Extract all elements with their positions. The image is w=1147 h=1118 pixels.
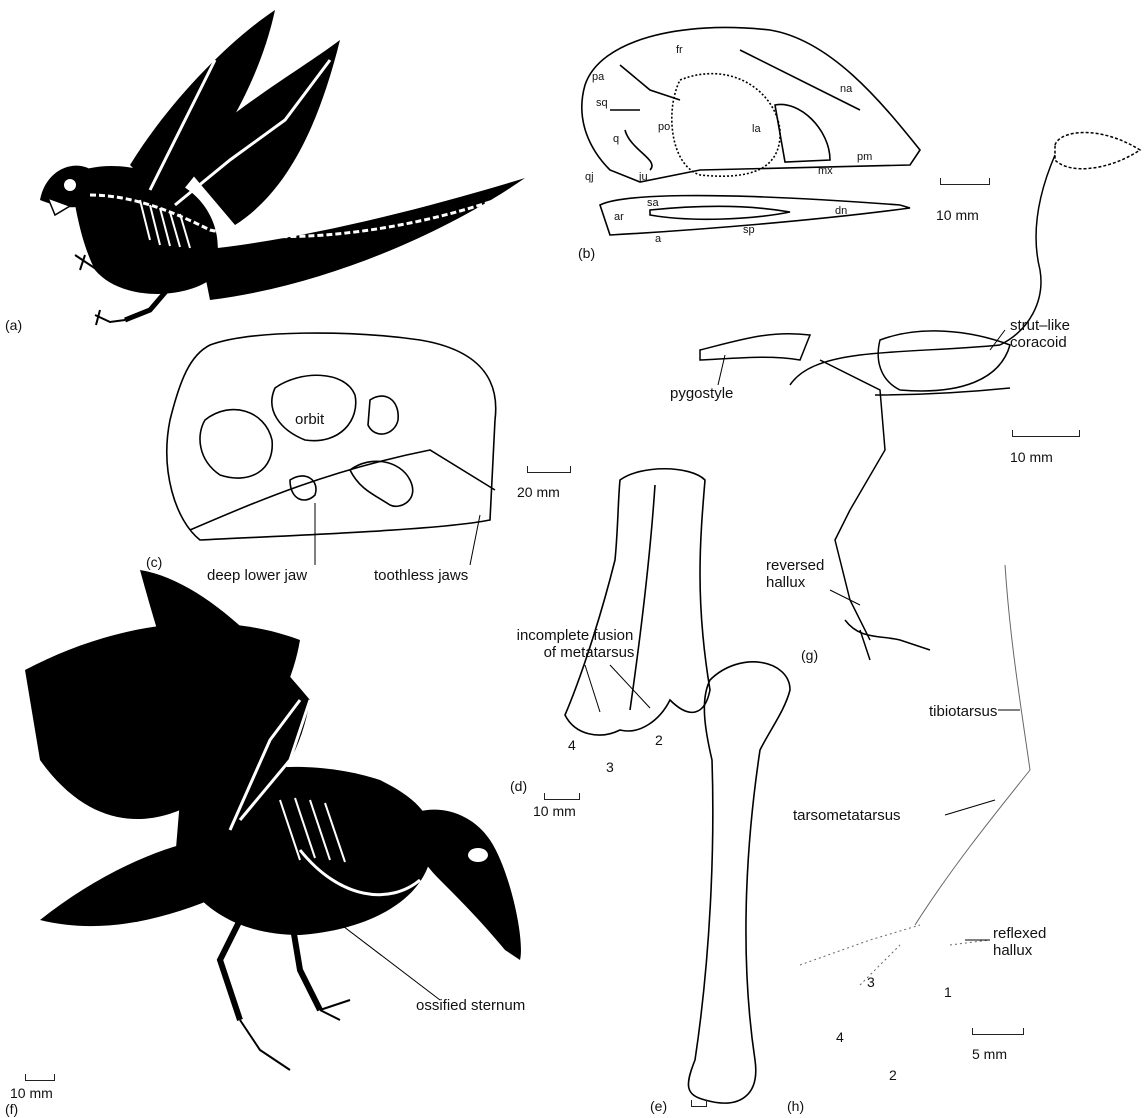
- skull-label-po: po: [658, 122, 670, 133]
- skull-b-sutures: [610, 50, 860, 170]
- skull-c-outline: [167, 333, 496, 540]
- annotation-pygostyle: pygostyle: [670, 386, 733, 401]
- skull-b-orbit: [672, 74, 780, 177]
- skeleton-g-tail: [700, 334, 810, 360]
- annotation-incomplete-fusion: incomplete fusion of metatarsus: [500, 628, 650, 660]
- skeleton-g-vertebral-column: [790, 345, 1000, 385]
- annotation-reversed-line1: reversed: [766, 558, 824, 573]
- skull-label-ju: ju: [639, 172, 648, 183]
- annotation-reversed-hallux: reversed hallux: [766, 558, 824, 590]
- skeleton-g-foot: [845, 620, 930, 660]
- digit-label-d3: 3: [606, 760, 614, 774]
- bird-f-neck-head: [400, 810, 521, 960]
- annotation-reflexed-line1: reflexed: [993, 926, 1046, 941]
- skull-c-jaw-line: [190, 450, 495, 530]
- bird-a-eye: [64, 179, 76, 191]
- digit-label-h3: 3: [867, 975, 875, 989]
- digit-label-h2: 2: [889, 1068, 897, 1082]
- panel-label-d: (d): [510, 779, 527, 793]
- skull-b-antorbital: [775, 104, 830, 162]
- digit-label-d4: 4: [568, 738, 576, 752]
- skull-label-ar: ar: [614, 212, 624, 223]
- annotation-reflexed-hallux: reflexed hallux: [993, 926, 1046, 958]
- skeleton-g-thorax: [878, 331, 1010, 391]
- leg-h-tibiotarsus: [1005, 565, 1030, 770]
- skeleton-g-hind-limb: [820, 360, 885, 640]
- metatarsus-d-midline: [630, 485, 655, 710]
- panel-label-c: (c): [146, 555, 162, 569]
- bird-f-illustration: [25, 570, 521, 1070]
- leg-h-tarsometatarsus: [915, 770, 1030, 925]
- annotation-coracoid-line2: coracoid: [1010, 335, 1070, 350]
- annotation-reversed-line2: hallux: [766, 575, 824, 590]
- skull-label-na: na: [840, 84, 852, 95]
- skull-b-illustration: [582, 27, 920, 235]
- annotation-reflexed-line2: hallux: [993, 943, 1046, 958]
- skull-label-pa: pa: [592, 72, 604, 83]
- bird-f-eye: [468, 848, 488, 862]
- skull-label-mx: mx: [818, 166, 833, 177]
- annotation-orbit: orbit: [295, 412, 324, 427]
- bird-f-body: [175, 767, 433, 935]
- bone-e-illustration: [688, 662, 790, 1103]
- annotation-toothless-jaws: toothless jaws: [374, 568, 468, 583]
- panel-label-f: (f): [5, 1102, 18, 1116]
- annotation-fusion-line1: incomplete fusion: [500, 628, 650, 643]
- skull-label-sa: sa: [647, 198, 659, 209]
- skull-label-qj: qj: [585, 172, 594, 183]
- bird-f-feet: [240, 1000, 350, 1070]
- leg-h-toe-fragments: [800, 925, 990, 985]
- skull-c-orbit-hole: [272, 375, 356, 440]
- skull-c-illustration: [167, 333, 496, 540]
- skull-label-fr: fr: [676, 45, 683, 56]
- skeleton-g-skull: [1055, 133, 1140, 169]
- annotation-deep-lower-jaw: deep lower jaw: [207, 568, 307, 583]
- digit-label-d2: 2: [655, 733, 663, 747]
- panel-label-b: (b): [578, 246, 595, 260]
- skull-b-mandible-fenestra: [650, 206, 790, 219]
- digit-label-h1: 1: [944, 985, 952, 999]
- panel-label-h: (h): [787, 1099, 804, 1113]
- skull-label-q: q: [613, 134, 619, 145]
- skull-label-dn: dn: [835, 206, 847, 217]
- skull-c-jaw-openings: [290, 461, 413, 506]
- metatarsus-d-illustration: [565, 469, 710, 735]
- skull-label-sp: sp: [743, 225, 755, 236]
- skeleton-g-coracoid: [875, 388, 1010, 395]
- skull-label-la: la: [752, 124, 761, 135]
- panel-label-e: (e): [650, 1099, 667, 1113]
- bone-e-outline: [688, 662, 790, 1103]
- skull-c-temporal: [200, 410, 272, 478]
- annotation-tibiotarsus: tibiotarsus: [929, 704, 997, 719]
- panel-label-a: (a): [5, 318, 22, 332]
- skull-label-a: a: [655, 234, 661, 245]
- skull-label-sq: sq: [596, 98, 608, 109]
- leg-h-illustration: [800, 565, 1030, 985]
- annotation-fusion-line2: of metatarsus: [500, 645, 650, 660]
- skull-label-pm: pm: [857, 152, 872, 163]
- panel-label-g: (g): [801, 648, 818, 662]
- skull-c-fenestra: [368, 396, 398, 434]
- annotation-coracoid-line1: strut–like: [1010, 318, 1070, 333]
- annotation-tarsometatarsus: tarsometatarsus: [793, 808, 901, 823]
- metatarsus-d-outline: [565, 469, 710, 735]
- bird-a-illustration: [40, 10, 525, 325]
- annotation-ossified-sternum: ossified sternum: [416, 998, 525, 1013]
- digit-label-h4: 4: [836, 1030, 844, 1044]
- annotation-strut-like-coracoid: strut–like coracoid: [1010, 318, 1070, 350]
